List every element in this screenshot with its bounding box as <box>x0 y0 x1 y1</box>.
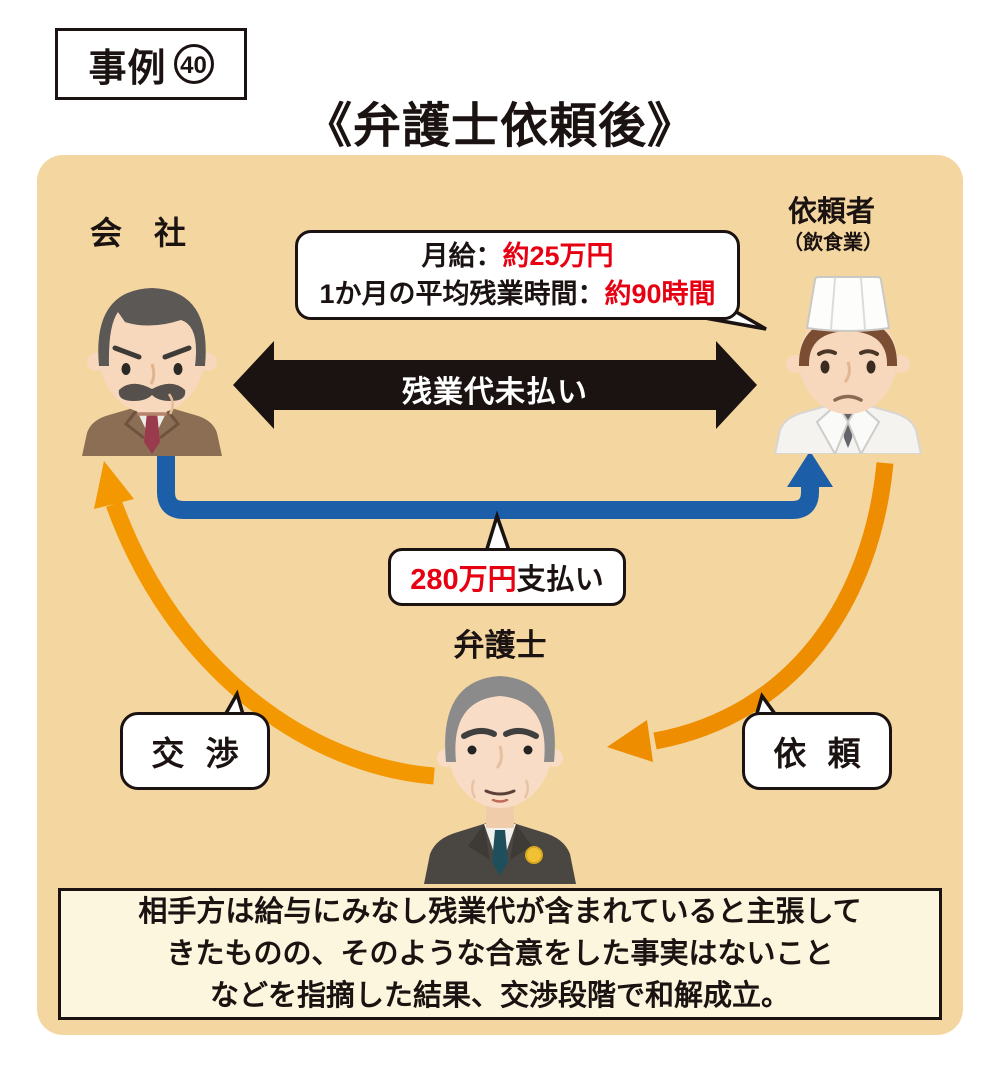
info-bubble: 月給：約25万円 1か月の平均残業時間：約90時間 <box>295 230 740 320</box>
lawyer-avatar <box>424 676 576 884</box>
company-label: 会 社 <box>90 215 187 251</box>
overtime-value: 約90時間 <box>604 279 716 309</box>
payment-suffix: 支払い <box>516 564 604 596</box>
overtime-label: 1か月の平均残業時間： <box>319 279 605 309</box>
lawyer-label: 弁護士 <box>453 628 547 663</box>
request-bubble: 依 頼 <box>742 712 892 790</box>
client-label: 依頼者 <box>788 196 876 228</box>
page-title: 《弁護士依頼後》 <box>303 100 696 153</box>
summary-box: 相手方は給与にみなし残業代が含まれていると主張して きたものの、そのような合意を… <box>58 888 942 1020</box>
negotiation-bubble: 交 渉 <box>120 712 270 790</box>
case-number-circle: 40 <box>173 44 214 84</box>
company-avatar <box>82 288 222 456</box>
summary-line-2: きたものの、そのような合意をした事実はないこと <box>166 938 834 970</box>
payment-arrow <box>157 450 833 519</box>
payment-amount: 280万円 <box>410 564 517 596</box>
case-label: 事例 <box>88 47 167 90</box>
client-sublabel: （飲食業） <box>783 232 883 254</box>
salary-label: 月給： <box>421 241 503 271</box>
case-number-badge: 事例 40 <box>55 28 247 100</box>
info-bubble-line1: 月給：約25万円 <box>421 237 613 275</box>
summary-line-3: などを指摘した結果、交渉段階で和解成立。 <box>209 980 790 1012</box>
info-bubble-line2: 1か月の平均残業時間：約90時間 <box>319 275 715 313</box>
dispute-arrow <box>233 341 757 429</box>
client-avatar <box>773 276 923 454</box>
salary-value: 約25万円 <box>502 241 614 271</box>
dispute-arrow-label: 残業代未払い <box>402 376 588 409</box>
request-arrow <box>607 462 894 762</box>
summary-line-1: 相手方は給与にみなし残業代が含まれていると主張して <box>138 896 862 928</box>
payment-bubble: 280万円支払い <box>388 548 626 606</box>
